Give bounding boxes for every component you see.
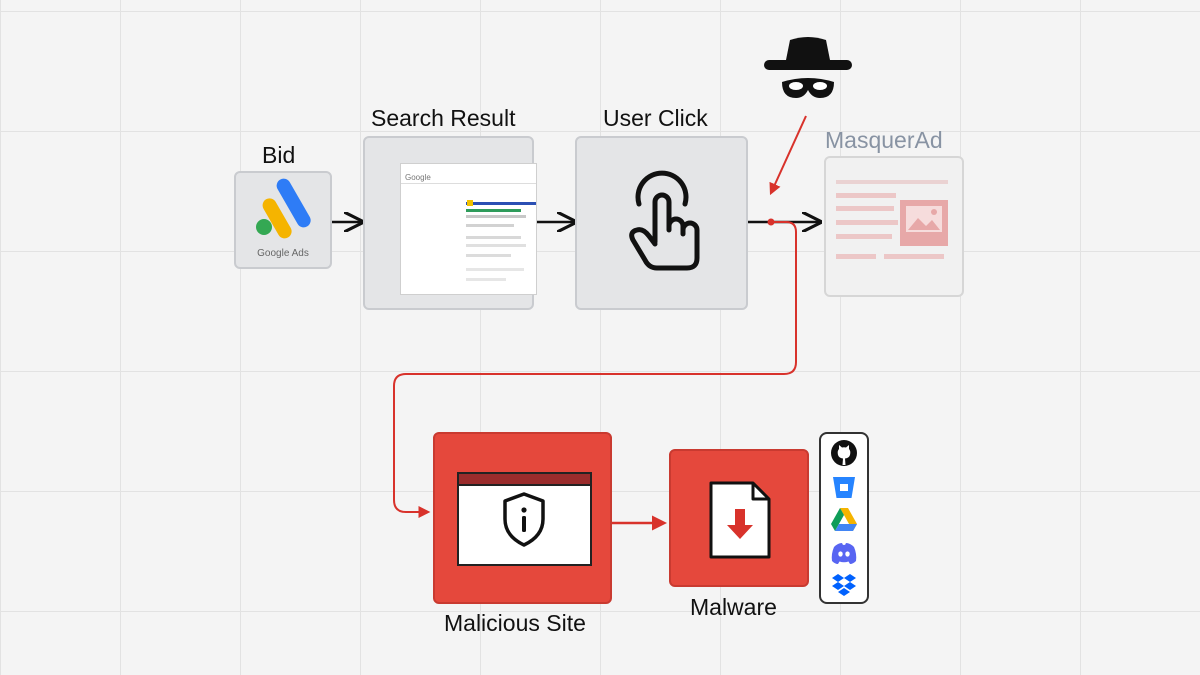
google-drive-icon xyxy=(831,508,857,531)
dropbox-icon xyxy=(832,574,856,596)
github-icon xyxy=(831,440,857,466)
hat-and-mask-icon xyxy=(764,37,852,98)
hosting-services-panel xyxy=(819,432,869,604)
google-logo-text: Google xyxy=(405,173,431,182)
malicious-site-node xyxy=(433,432,612,604)
bid-label: Bid xyxy=(262,142,296,168)
arrow-redirect-to-malicious xyxy=(393,221,797,518)
malware-node xyxy=(669,449,809,587)
search-result-label: Search Result xyxy=(371,105,516,131)
file-download-icon xyxy=(709,481,771,559)
discord-icon xyxy=(831,543,857,564)
arrow-attacker-hijack xyxy=(769,115,807,196)
pointer-hand-icon xyxy=(629,170,700,271)
bitbucket-icon xyxy=(833,477,855,498)
google-ads-caption: Google Ads xyxy=(257,248,309,259)
bid-node: Google Ads xyxy=(234,171,332,269)
masquerad-node xyxy=(824,156,964,297)
user-click-label: User Click xyxy=(603,105,708,131)
malicious-site-label: Malicious Site xyxy=(444,610,586,636)
malware-label: Malware xyxy=(690,594,777,620)
shield-info-icon xyxy=(503,492,545,547)
google-ads-icon xyxy=(256,178,311,239)
image-placeholder-icon xyxy=(900,200,948,246)
masquerad-label: MasquerAd xyxy=(825,127,943,153)
browser-window xyxy=(457,472,592,566)
search-result-node: Google xyxy=(363,136,537,310)
search-results-page-thumbnail: Google xyxy=(400,163,537,295)
user-click-node xyxy=(575,136,748,310)
